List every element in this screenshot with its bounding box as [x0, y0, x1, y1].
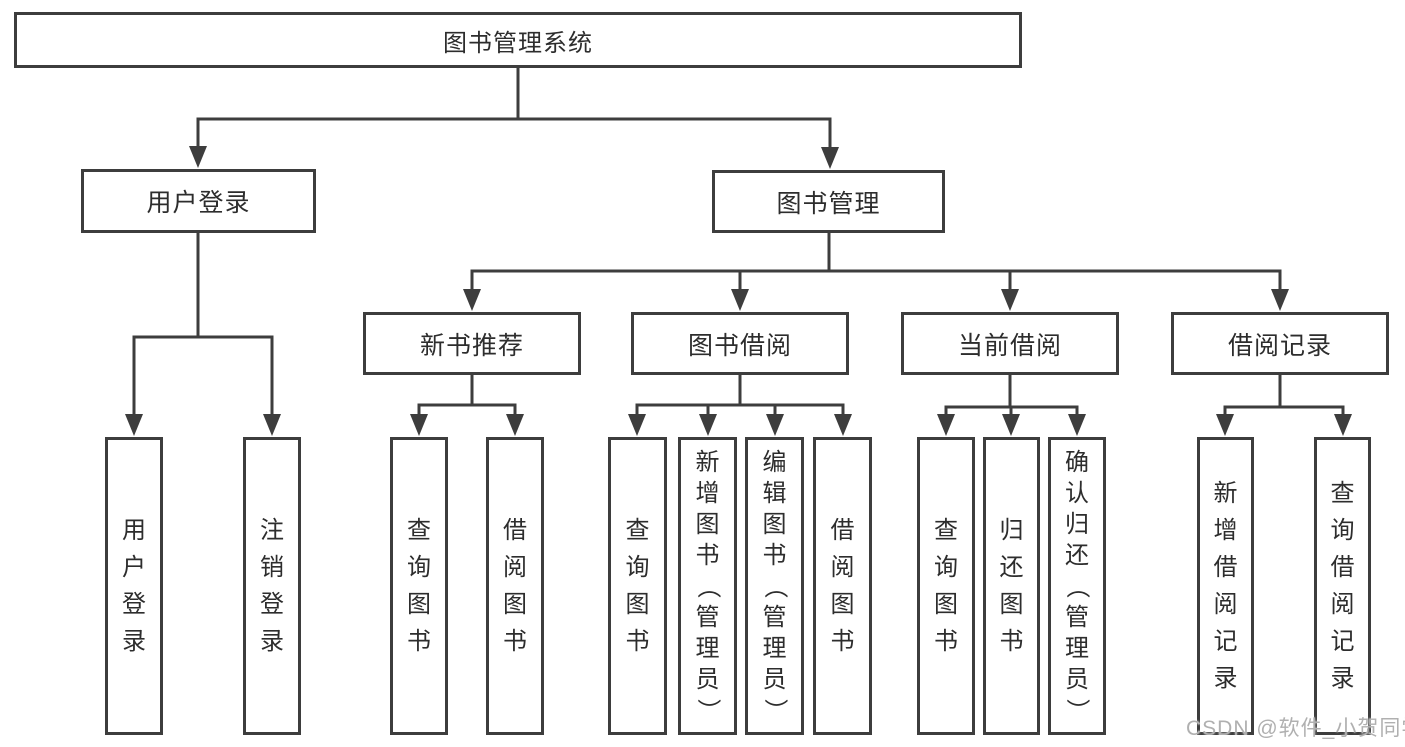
node-label: 查询借阅记录 [1330, 480, 1355, 692]
node-user-login: 用户登录 [81, 169, 316, 233]
node-label: 用户登录 [146, 189, 251, 217]
node-add-borrow-record: 新增借阅记录 [1197, 437, 1254, 735]
node-add-books-admin: 新增图书（管理员） [678, 437, 737, 735]
node-logout: 注销登录 [243, 437, 301, 735]
node-borrow-books-recommend: 借阅图书 [486, 437, 544, 735]
node-book-borrowing: 图书借阅 [631, 312, 849, 375]
node-query-books-borrowing: 查询图书 [608, 437, 667, 735]
node-borrow-books-leaf: 借阅图书 [813, 437, 872, 735]
node-label: 图书管理系统 [443, 29, 593, 57]
node-borrowing-records: 借阅记录 [1171, 312, 1389, 375]
node-label: 注销登录 [260, 517, 284, 655]
node-label: 归还图书 [999, 517, 1024, 655]
node-label: 借阅图书 [503, 517, 527, 655]
node-label: 查询图书 [934, 517, 958, 655]
node-label: 查询图书 [625, 517, 650, 655]
node-label: 确认归还（管理员） [1063, 448, 1091, 723]
node-label: 新增借阅记录 [1213, 480, 1238, 692]
node-label: 借阅记录 [1227, 331, 1332, 360]
node-book-management: 图书管理 [712, 170, 945, 233]
node-query-books-recommend: 查询图书 [390, 437, 448, 735]
node-label: 新增图书（管理员） [694, 448, 721, 723]
node-query-books-current: 查询图书 [917, 437, 975, 735]
node-label: 图书借阅 [687, 331, 792, 360]
node-confirm-return-admin: 确认归还（管理员） [1048, 437, 1106, 735]
node-query-borrow-record: 查询借阅记录 [1314, 437, 1371, 735]
node-label: 用户登录 [122, 517, 146, 655]
node-label: 借阅图书 [830, 517, 855, 655]
node-user-login-leaf: 用户登录 [105, 437, 163, 735]
node-new-book-recommend: 新书推荐 [363, 312, 581, 375]
csdn-watermark: CSDN @软件_小贺同学 [1186, 717, 1405, 740]
node-label: 查询图书 [407, 517, 431, 655]
node-label: 编辑图书（管理员） [761, 448, 788, 723]
node-edit-books-admin: 编辑图书（管理员） [745, 437, 804, 735]
node-current-borrowing: 当前借阅 [901, 312, 1119, 375]
node-label: 新书推荐 [419, 331, 524, 360]
node-return-books: 归还图书 [983, 437, 1040, 735]
node-label: 图书管理 [776, 189, 881, 218]
node-label: 当前借阅 [957, 331, 1062, 360]
node-library-management-system: 图书管理系统 [14, 12, 1022, 68]
